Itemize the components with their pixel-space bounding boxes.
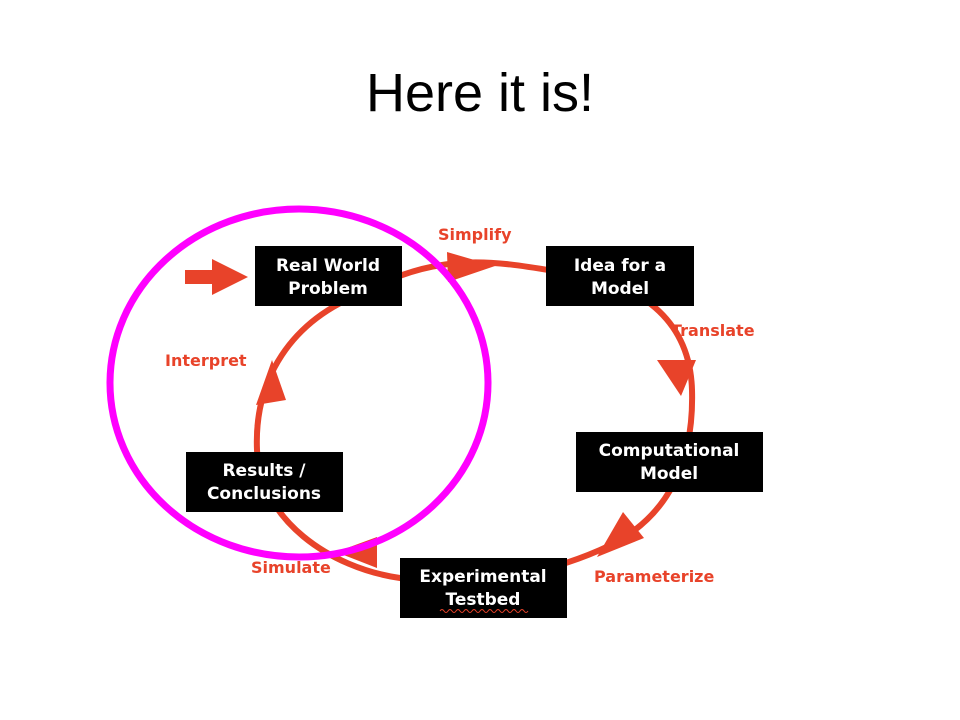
- node-experimental-testbed: Experimental Testbed: [400, 558, 567, 618]
- node-real-world-problem: Real World Problem: [255, 246, 402, 306]
- entry-arrow: [185, 259, 248, 295]
- svg-text:Model: Model: [640, 464, 698, 484]
- svg-text:Model: Model: [591, 279, 649, 299]
- svg-text:Problem: Problem: [288, 279, 368, 299]
- spellcheck-squiggle: [439, 609, 529, 613]
- translate-arrowhead: [657, 360, 696, 396]
- parameterize-arrowhead: [597, 512, 644, 557]
- svg-text:Real World: Real World: [276, 256, 380, 276]
- svg-text:Idea for a: Idea for a: [574, 256, 666, 276]
- edge-label-parameterize: Parameterize: [594, 567, 714, 586]
- svg-text:Conclusions: Conclusions: [207, 484, 321, 504]
- edge-label-interpret: Interpret: [165, 351, 247, 370]
- edge-label-simplify: Simplify: [438, 225, 512, 244]
- svg-text:Results /: Results /: [222, 461, 306, 481]
- simplify-arrowhead: [447, 252, 495, 282]
- edge-label-translate: Translate: [671, 321, 755, 340]
- svg-text:Computational: Computational: [599, 441, 740, 461]
- node-idea-for-a-model: Idea for a Model: [546, 246, 694, 306]
- edge-label-simulate: Simulate: [251, 558, 331, 577]
- svg-text:Experimental: Experimental: [419, 567, 546, 587]
- svg-text:Testbed: Testbed: [446, 590, 521, 610]
- highlight-circle: [106, 205, 492, 561]
- node-computational-model: Computational Model: [576, 432, 763, 492]
- slide-title: Here it is!: [365, 63, 595, 123]
- node-results-conclusions: Results / Conclusions: [186, 452, 343, 512]
- interpret-arrowhead: [256, 360, 286, 405]
